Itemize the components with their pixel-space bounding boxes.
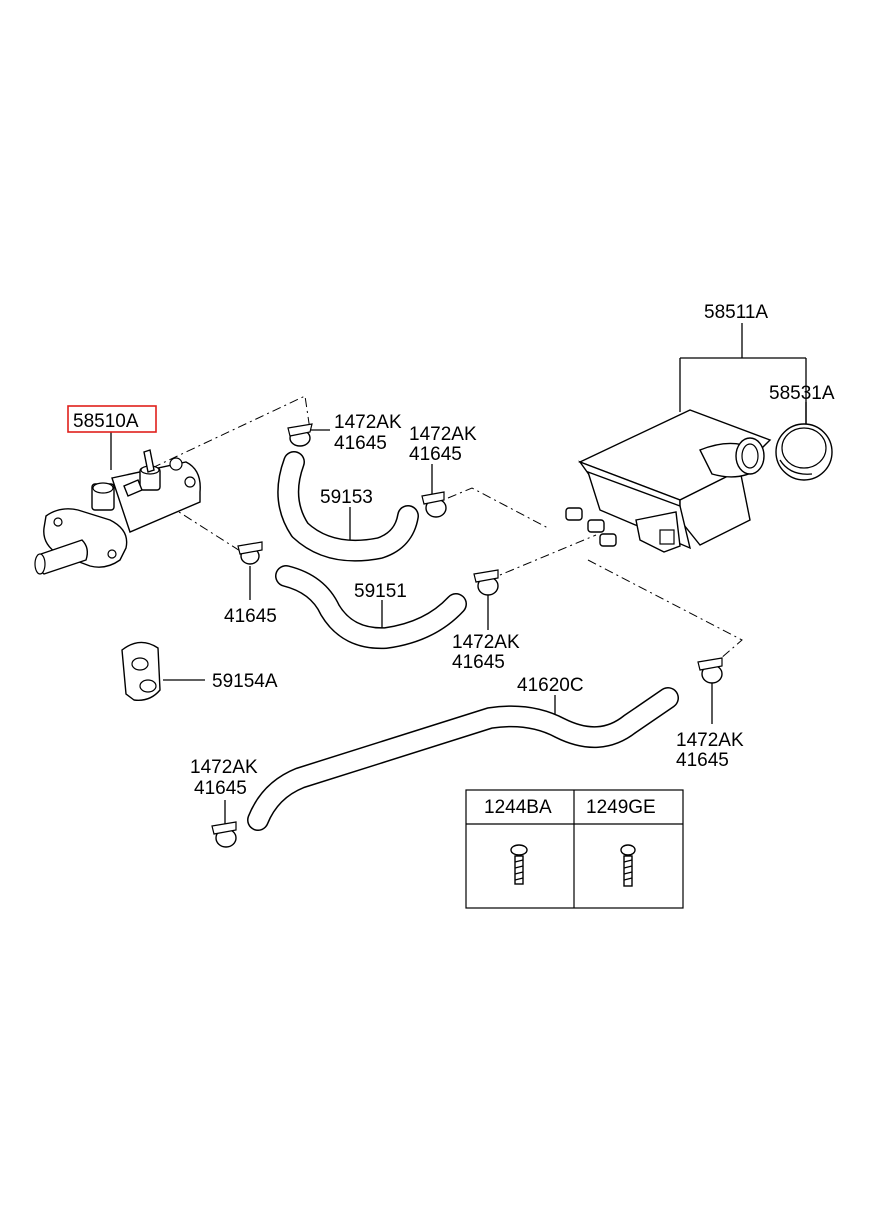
fastener-table [465,789,684,909]
clamp-right[interactable] [697,657,723,684]
highlight-box [67,405,157,433]
long-tube[interactable] [247,687,679,831]
label-clamp-center-b[interactable]: 41645 [452,652,505,673]
reservoir-cap[interactable] [775,423,833,481]
label-clamp-mid-b[interactable]: 41645 [409,444,462,465]
label-master-cylinder[interactable]: 58510A [73,411,139,432]
table-header-1249ge[interactable]: 1249GE [586,797,656,818]
label-clamp-left-b[interactable]: 41645 [224,606,277,627]
part-labels: 58510A 58511A 58531A 1472AK 41645 1472AK… [73,302,835,818]
hose-upper[interactable] [277,451,419,562]
table-header-1244ba[interactable]: 1244BA [484,797,552,818]
label-clamp-mid-a[interactable]: 1472AK [409,424,477,445]
label-clamp-center-a[interactable]: 1472AK [452,632,520,653]
reservoir[interactable] [565,409,772,553]
clamp-top[interactable] [287,423,313,447]
label-long-tube[interactable]: 41620C [517,675,584,696]
clamp-bottom[interactable] [211,821,237,848]
master-cylinder[interactable] [34,449,201,575]
hose-lower[interactable] [275,565,467,650]
label-clamp-right-a[interactable]: 1472AK [676,730,744,751]
label-clamp-bottom-a[interactable]: 1472AK [190,757,258,778]
label-clamp-right-b[interactable]: 41645 [676,750,729,771]
label-reservoir-cap[interactable]: 58531A [769,383,835,404]
label-hose-upper[interactable]: 59153 [320,487,373,508]
clamp-mid[interactable] [421,491,447,518]
clamp-center[interactable] [473,569,499,596]
label-bracket[interactable]: 59154A [212,671,278,692]
label-clamp-top-a[interactable]: 1472AK [334,412,402,433]
label-clamp-top-b[interactable]: 41645 [334,433,387,454]
label-reservoir[interactable]: 58511A [704,302,768,323]
screw-icon [620,844,636,887]
clamp-left[interactable] [237,541,263,565]
label-hose-lower[interactable]: 59151 [354,581,407,602]
bracket[interactable] [121,641,161,701]
screw-icon [510,844,528,885]
label-clamp-bottom-b[interactable]: 41645 [194,778,247,799]
